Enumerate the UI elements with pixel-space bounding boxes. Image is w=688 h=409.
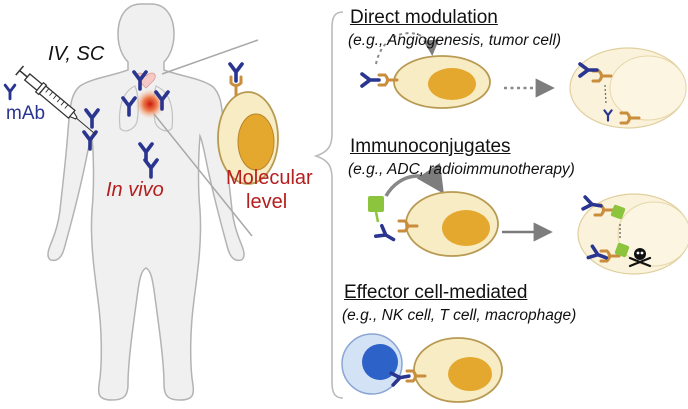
- zoom-line-top: [161, 39, 259, 75]
- standalone-antibody: [3, 83, 17, 101]
- effector-cell-examples: (e.g., NK cell, T cell, macrophage): [342, 307, 577, 324]
- curly-brace: [313, 11, 344, 399]
- in-vivo-label: In vivo: [106, 179, 164, 201]
- effector-cell-diagram: [341, 333, 503, 403]
- skull-icon: [628, 248, 652, 268]
- syringe-icon: [15, 65, 97, 136]
- molecular-label-line2: level: [246, 191, 288, 213]
- route-label: IV, SC: [48, 43, 105, 65]
- direct-modulation-diagram: [360, 32, 687, 129]
- effector-cell-title: Effector cell-mediated: [344, 282, 528, 303]
- human-body: [47, 3, 245, 401]
- molecular-cell: [217, 62, 279, 185]
- mab-label: mAb: [6, 103, 46, 124]
- zoom-line-bottom: [153, 113, 253, 237]
- direct-modulation-examples: (e.g., Angiogenesis, tumor cell): [348, 32, 562, 49]
- immunoconjugates-title: Immunoconjugates: [350, 136, 511, 157]
- molecular-label-line1: Molecular: [226, 167, 313, 189]
- immunoconjugates-diagram: [368, 162, 688, 275]
- direct-modulation-title: Direct modulation: [350, 7, 498, 28]
- immunoconjugates-examples: (e.g., ADC, radioimmunotherapy): [348, 161, 575, 178]
